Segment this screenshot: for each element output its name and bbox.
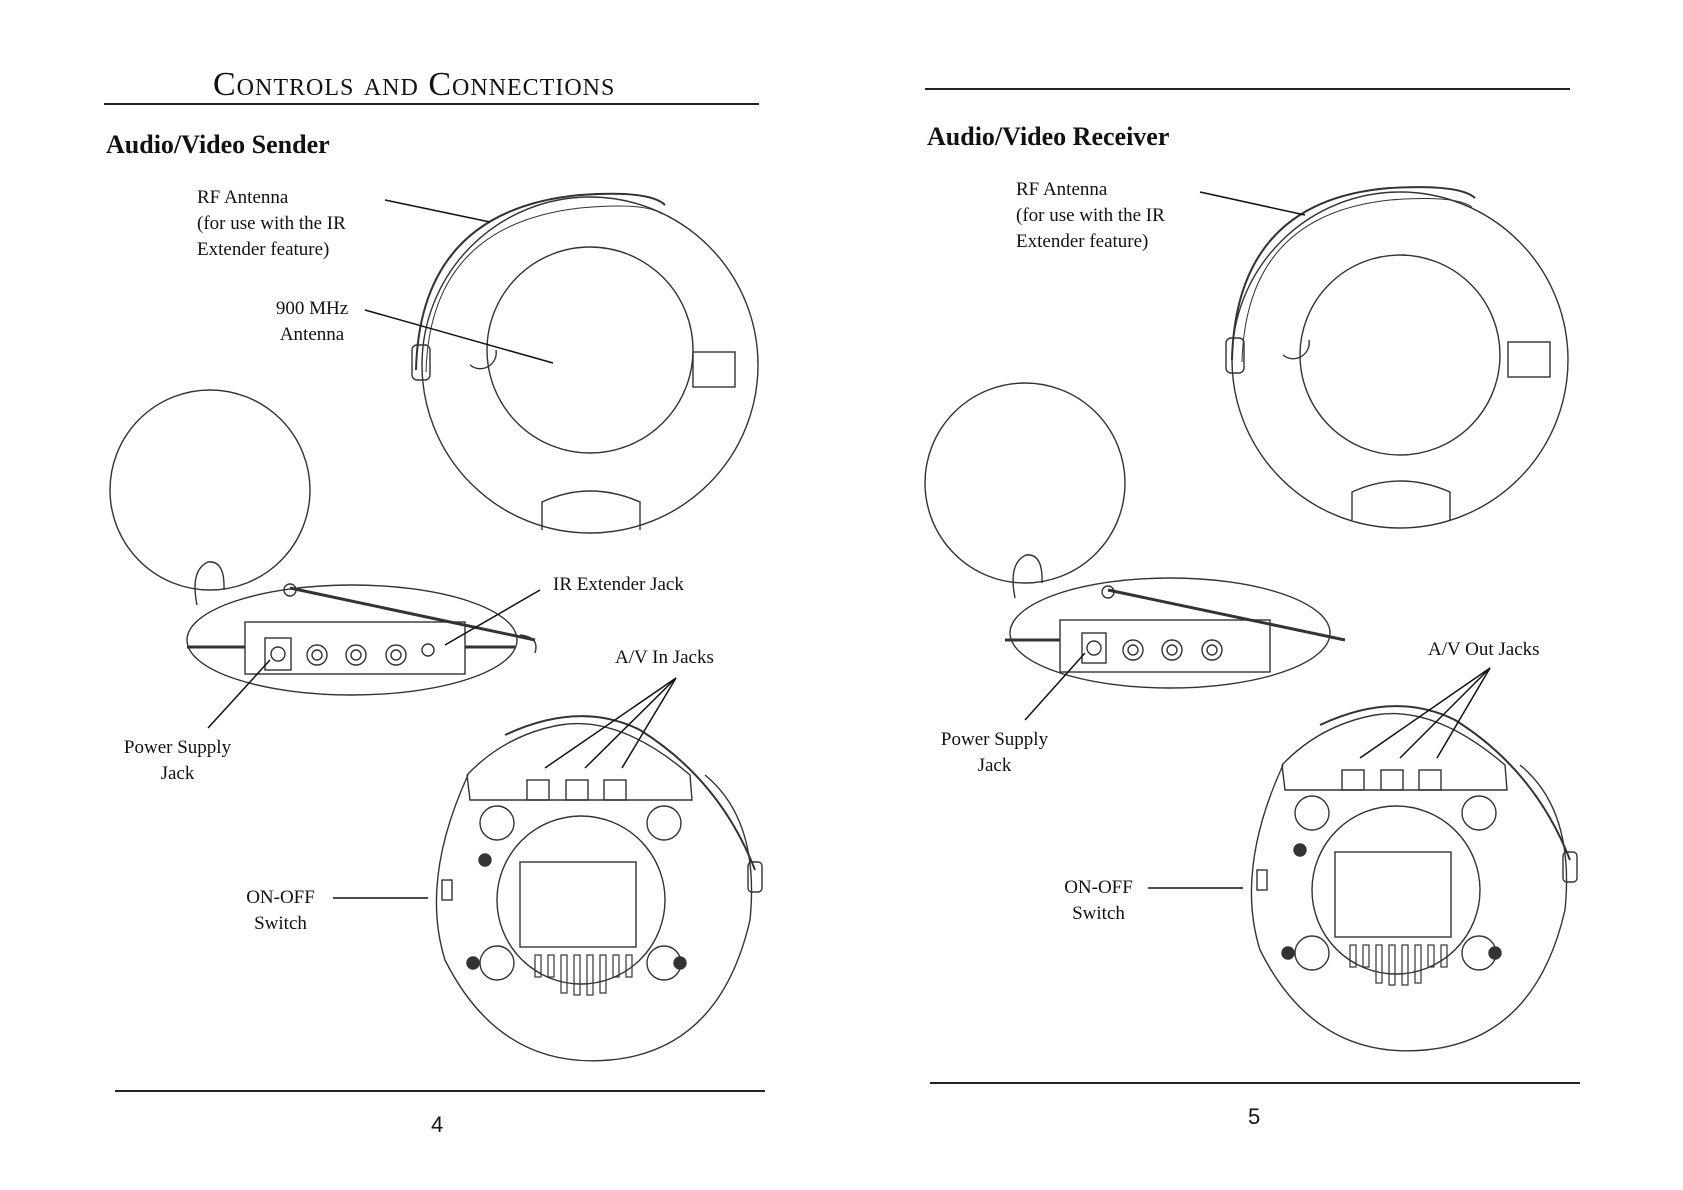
ir-extender-jack-label: IR Extender Jack (553, 572, 684, 598)
receiver-power-supply-jack-label: Power Supply Jack (927, 727, 1062, 779)
sender-power-supply-jack-label: Power Supply Jack (110, 735, 245, 787)
right-footer-rule (930, 1082, 1580, 1084)
page-number-left: 4 (431, 1112, 443, 1138)
receiver-on-off-switch-label: ON-OFF Switch (1056, 875, 1141, 927)
sender-dish (110, 390, 310, 590)
left-footer-rule (115, 1090, 765, 1092)
sender-back-view (187, 562, 536, 695)
sender-section-title: Audio/Video Sender (106, 130, 330, 160)
receiver-bottom-view (1251, 706, 1577, 1051)
sender-on-off-switch-label: ON-OFF Switch (238, 885, 323, 937)
av-out-jacks-label: A/V Out Jacks (1428, 637, 1540, 663)
sender-rf-antenna-label: RF Antenna (for use with the IR Extender… (197, 185, 346, 263)
receiver-rf-antenna-label: RF Antenna (for use with the IR Extender… (1016, 177, 1165, 255)
right-leader-lines (1025, 192, 1490, 888)
sender-bottom-view (436, 716, 762, 1061)
sender-900mhz-antenna-label: 900 MHz Antenna (262, 296, 362, 348)
sender-top-view (412, 194, 758, 533)
receiver-dish (925, 383, 1125, 583)
av-in-jacks-label: A/V In Jacks (615, 645, 714, 671)
chapter-title: Controls and Connections (213, 66, 615, 104)
page-number-right: 5 (1248, 1104, 1260, 1130)
header-rule (104, 103, 759, 105)
receiver-back-view (1005, 555, 1345, 688)
receiver-top-view (1226, 187, 1568, 528)
right-header-rule (925, 88, 1570, 90)
receiver-section-title: Audio/Video Receiver (927, 122, 1169, 152)
